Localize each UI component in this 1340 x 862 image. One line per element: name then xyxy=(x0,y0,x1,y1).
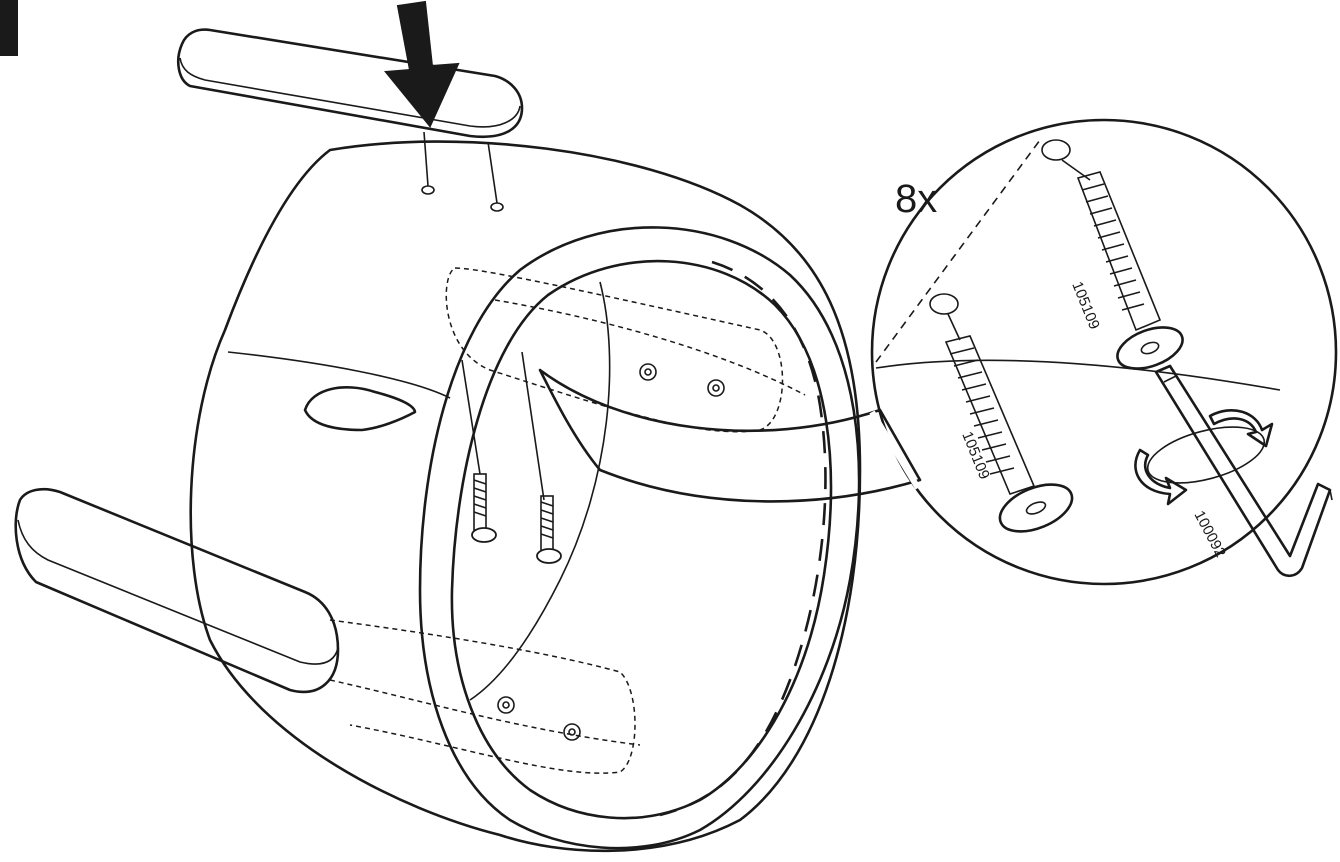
inner-bolts xyxy=(461,351,562,564)
drum-inner xyxy=(450,259,833,820)
insert-hole xyxy=(707,379,725,397)
top-hole-left xyxy=(421,185,435,195)
step-marker xyxy=(0,0,18,56)
detail-callout xyxy=(538,118,1338,586)
part-label-bolt-upper: 105109 xyxy=(1068,279,1103,332)
down-arrow-icon xyxy=(384,0,460,128)
inner-bolt-right xyxy=(536,495,562,564)
cushion-side xyxy=(14,487,340,694)
hidden-slots xyxy=(329,267,806,774)
detail-bolt-upper xyxy=(1041,139,1184,370)
detail-hex-key xyxy=(1134,364,1333,578)
detail-circle xyxy=(870,118,1338,586)
insert-hole xyxy=(639,363,657,381)
handle-recess xyxy=(303,386,417,432)
rotate-arrow-icon xyxy=(1208,409,1274,448)
cushion-top xyxy=(176,28,524,204)
insert-holes xyxy=(497,363,725,741)
part-label-bolt-lower: 105109 xyxy=(958,429,993,482)
top-hole-right xyxy=(490,202,504,212)
insert-hole xyxy=(563,723,581,741)
insert-hole xyxy=(497,696,515,714)
drum-rim xyxy=(418,226,861,850)
detail-bolt-lower xyxy=(929,293,1074,533)
quantity-label: 8x xyxy=(895,177,937,221)
part-label-hex-key: 100092 xyxy=(1190,508,1229,560)
inner-bolt-left xyxy=(471,473,497,543)
rotate-arrow-icon xyxy=(1134,448,1188,506)
drum-body xyxy=(189,140,862,853)
